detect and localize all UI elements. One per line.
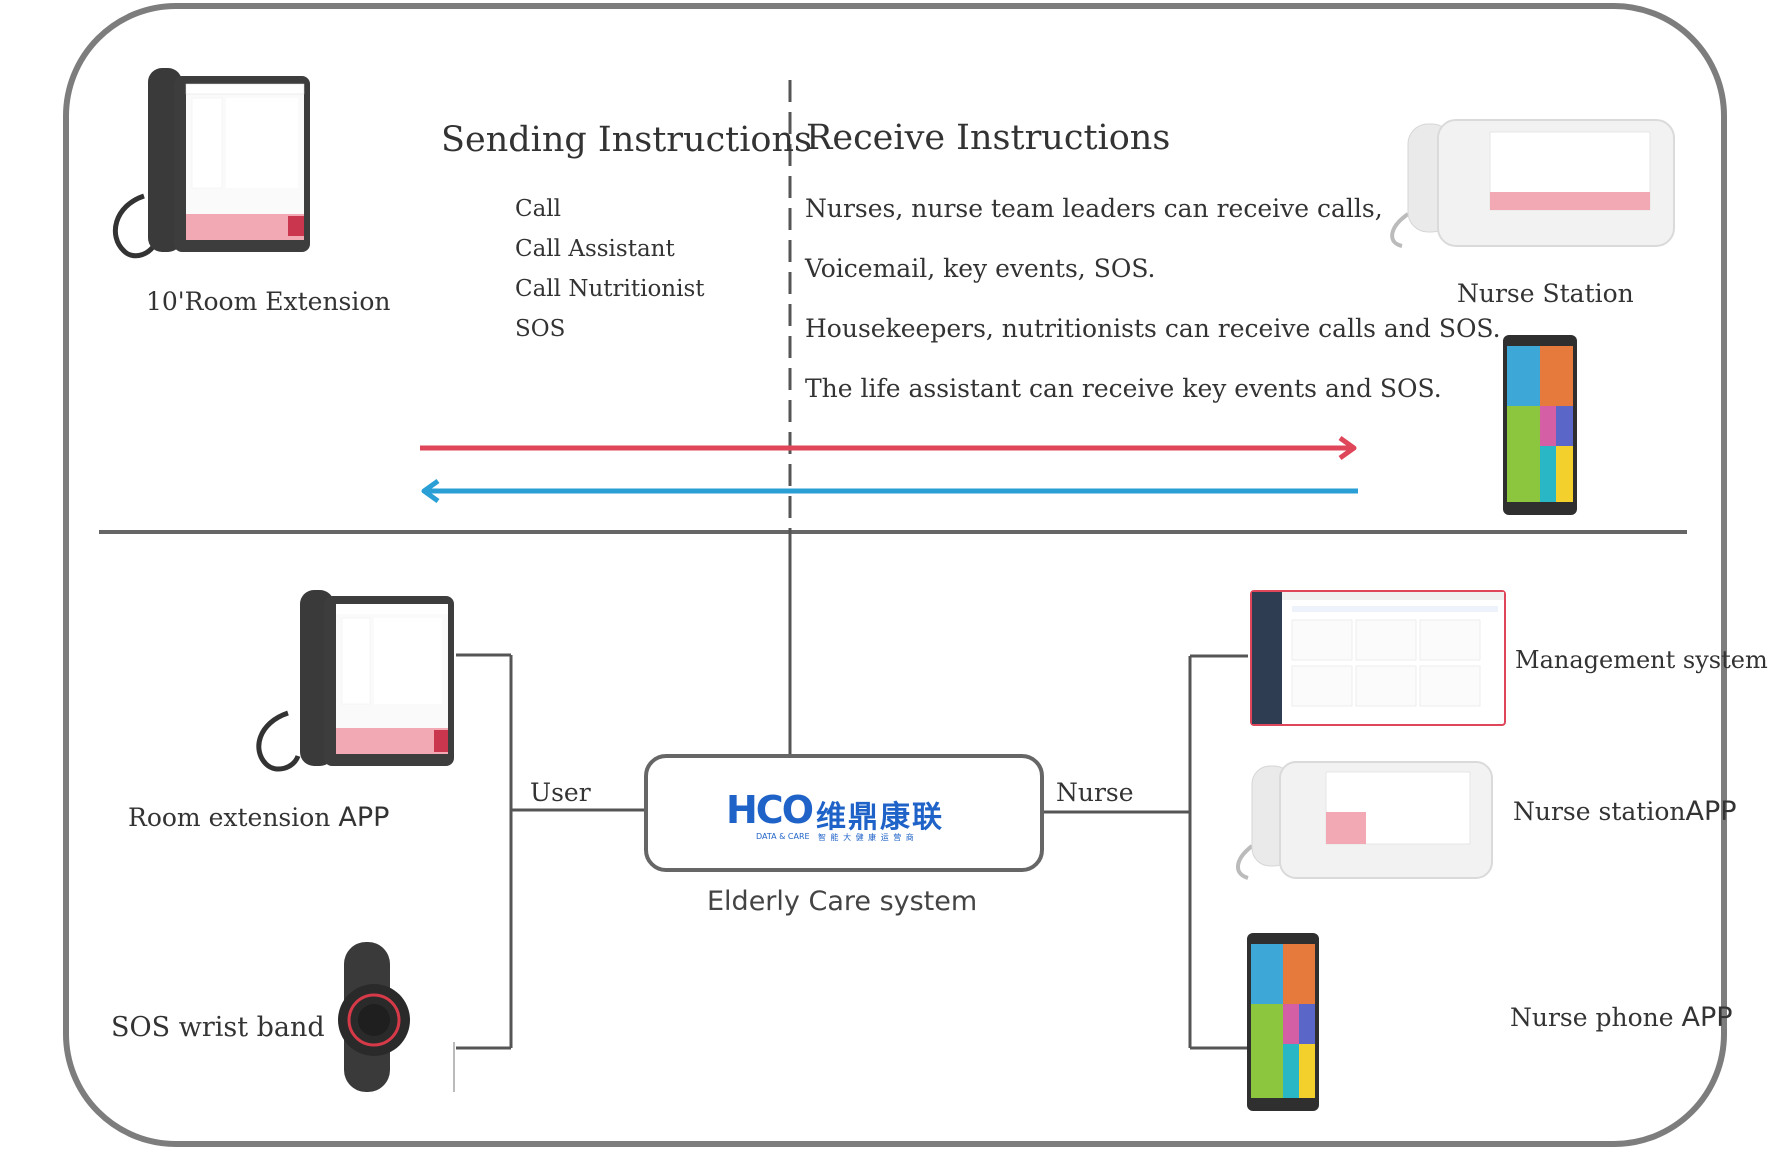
sending-item-call: Call xyxy=(515,196,562,222)
management-system-label: Management system xyxy=(1515,646,1768,674)
nurse-station-label: Nurse Station xyxy=(1457,279,1634,308)
outer-frame xyxy=(63,3,1727,1147)
logo-tagline-en: DATA & CARE xyxy=(756,832,810,841)
logo-name: 维鼎康联 xyxy=(816,800,944,835)
receiving-item-1: Nurses, nurse team leaders can receive c… xyxy=(805,194,1383,223)
room-extension-app-label: Room extension APP xyxy=(128,802,390,833)
nurse-link-label: Nurse xyxy=(1056,778,1134,807)
logo-mark: HCO xyxy=(726,788,814,832)
system-box xyxy=(644,754,1044,872)
sos-wristband-illustration xyxy=(338,942,410,1092)
nurse-station-illustration xyxy=(1390,119,1675,248)
sending-title: Sending Instructions xyxy=(441,120,813,160)
receiving-item-3: Housekeepers, nutritionists can receive … xyxy=(805,314,1501,343)
nurse-phone-illustration xyxy=(1247,933,1319,1111)
send-arrow-head xyxy=(1338,435,1357,461)
user-link-label: User xyxy=(530,778,591,807)
room-extension-label: 10'Room Extension xyxy=(146,287,391,316)
nurse-phone-app-label: Nurse phone APP xyxy=(1510,1002,1733,1033)
hco-logo: HCO 维鼎康联 DATA & CARE 智 能 大 健 康 运 营 商 xyxy=(722,788,982,844)
system-caption: Elderly Care system xyxy=(707,886,978,917)
room-extension-phone-illustration xyxy=(256,590,454,772)
nurse-station-app-label: Nurse stationAPP xyxy=(1513,796,1737,827)
sending-item-call-nutritionist: Call Nutritionist xyxy=(515,276,705,302)
receiving-title: Receive Instructions xyxy=(806,118,1171,158)
logo-tagline-cn: 智 能 大 健 康 运 营 商 xyxy=(818,833,915,842)
management-system-illustration xyxy=(1250,590,1506,726)
sos-wrist-band-label: SOS wrist band xyxy=(111,1012,325,1043)
desk-phone-illustration xyxy=(112,68,310,259)
receiving-item-4: The life assistant can receive key event… xyxy=(805,374,1442,403)
smartphone-illustration xyxy=(1503,335,1577,515)
sending-item-sos: SOS xyxy=(515,316,566,342)
receive-arrow-head xyxy=(421,478,440,504)
nurse-station-app-illustration xyxy=(1236,761,1493,880)
sending-item-call-assistant: Call Assistant xyxy=(515,236,675,262)
receiving-item-2: Voicemail, key events, SOS. xyxy=(805,254,1156,283)
